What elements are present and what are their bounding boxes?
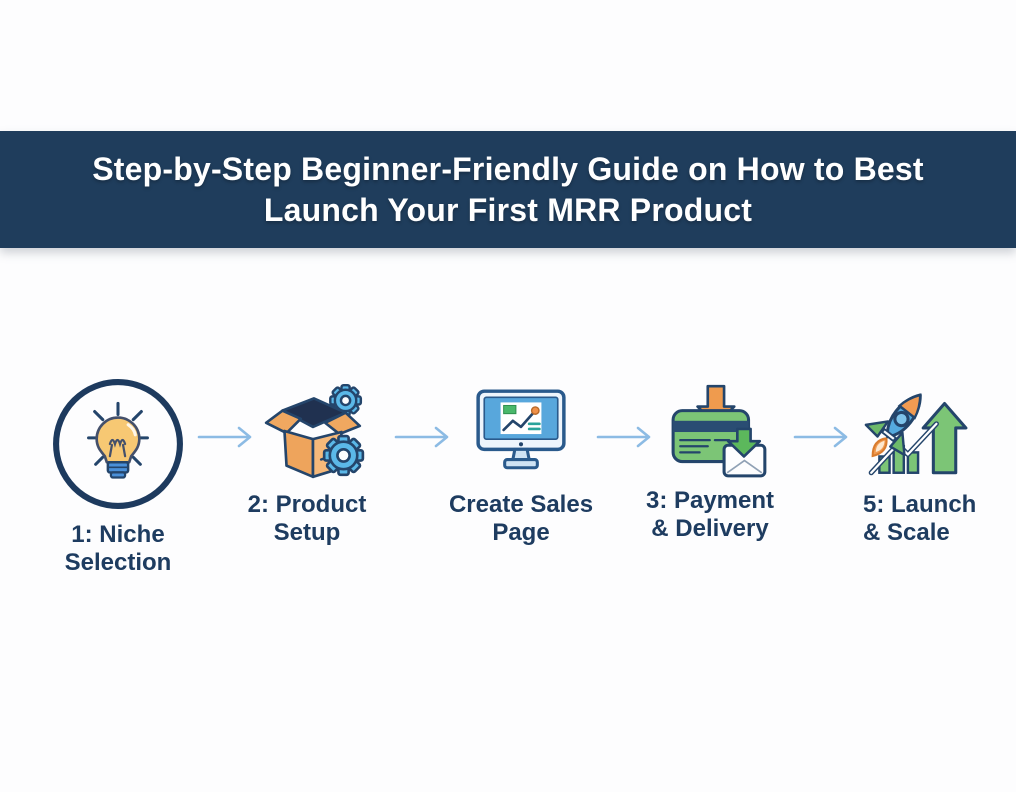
monitor-with-chart-icon xyxy=(472,375,570,487)
step-label: Create Sales Page xyxy=(449,491,593,547)
step-label-line-1: 5: Launch xyxy=(863,491,977,518)
step-label-line-2: & Scale xyxy=(863,519,950,546)
step-label-line-1: 3: Payment xyxy=(645,487,775,514)
flow-arrow-icon xyxy=(793,426,848,448)
step-product-setup: 2: Product Setup xyxy=(219,375,395,547)
step-create-sales-page: Create Sales Page xyxy=(433,375,609,547)
step-label-line-1: 1: Niche xyxy=(71,521,165,548)
flow-arrow-icon xyxy=(596,426,651,448)
step-label-line-2: Setup xyxy=(273,519,341,546)
step-launch-scale: 5: Launch & Scale xyxy=(820,375,996,547)
step-label: 5: Launch & Scale xyxy=(863,491,976,547)
step-payment-delivery: 3: Payment & Delivery xyxy=(622,375,798,543)
step-label: 2: Product Setup xyxy=(248,491,367,547)
open-box-with-gears-icon xyxy=(244,375,370,487)
lightbulb-in-circle-icon xyxy=(51,375,185,513)
rocket-growth-chart-icon xyxy=(847,375,969,487)
credit-card-delivery-icon xyxy=(647,375,773,487)
title-banner: Step-by-Step Beginner-Friendly Guide on … xyxy=(0,131,1016,248)
step-label-line-2: Selection xyxy=(64,549,172,576)
title-line-2: Launch Your First MRR Product xyxy=(263,191,753,228)
step-label-line-2: Page xyxy=(492,519,550,546)
step-label: 3: Payment & Delivery xyxy=(646,487,774,543)
flow-arrow-icon xyxy=(394,426,449,448)
step-niche-selection: 1: Niche Selection xyxy=(30,375,206,577)
step-label-line-1: 2: Product xyxy=(247,491,367,518)
step-label-line-2: & Delivery xyxy=(651,515,769,542)
step-label: 1: Niche Selection xyxy=(65,521,172,577)
flow-arrow-icon xyxy=(197,426,252,448)
title-line-1: Step-by-Step Beginner-Friendly Guide on … xyxy=(92,150,924,187)
step-label-line-1: Create Sales xyxy=(448,491,594,518)
